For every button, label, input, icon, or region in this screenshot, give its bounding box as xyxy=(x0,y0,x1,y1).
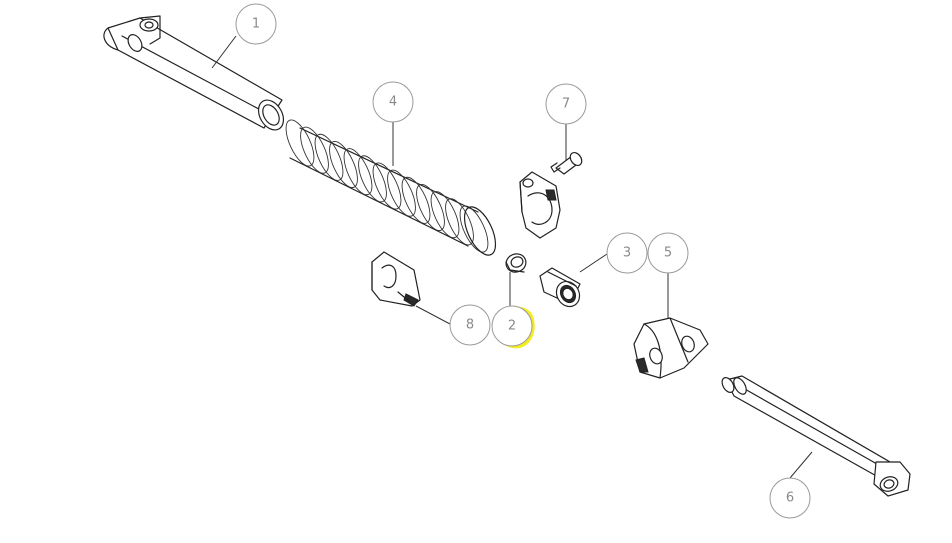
spring-coil xyxy=(285,119,315,167)
callout-5-label: 5 xyxy=(664,246,672,261)
part-3-bushing xyxy=(539,267,581,308)
spring-coil xyxy=(401,176,431,224)
callout-8: 8 xyxy=(449,304,491,346)
spring-coil xyxy=(387,169,416,217)
leader-1 xyxy=(211,35,237,69)
part-4-coil-spring xyxy=(285,119,497,256)
spring-coil xyxy=(459,205,489,253)
callout-8-label: 8 xyxy=(466,318,474,333)
callout-6: 6 xyxy=(769,477,811,519)
spring-coil xyxy=(372,162,402,210)
callout-7: 7 xyxy=(545,83,587,125)
spring-coil xyxy=(430,191,460,239)
callout-1: 1 xyxy=(235,3,277,45)
spring-coil xyxy=(343,148,373,196)
clamp-bracket xyxy=(519,171,561,239)
part-1-cylinder-tube xyxy=(103,15,285,131)
part-5-clevis-mount xyxy=(633,317,709,379)
callout-3-label: 3 xyxy=(623,246,631,261)
spring-coil xyxy=(445,198,474,246)
part-2-ring-clip xyxy=(505,253,527,273)
part-8-half-sleeve xyxy=(371,251,421,307)
leader-6 xyxy=(789,451,813,479)
spring-end-coil xyxy=(463,206,497,256)
leader-3 xyxy=(579,253,608,273)
spring-coil xyxy=(300,126,329,174)
spring-coil xyxy=(314,133,344,181)
callout-4: 4 xyxy=(372,81,414,123)
callout-7-label: 7 xyxy=(562,97,570,112)
callout-1-label: 1 xyxy=(252,17,260,32)
callout-2: 2 xyxy=(491,305,533,347)
callout-6-label: 6 xyxy=(786,491,794,506)
callout-3: 3 xyxy=(606,232,648,274)
spring-coil xyxy=(358,155,387,203)
callout-4-label: 4 xyxy=(389,95,397,110)
leader-lines xyxy=(211,35,813,479)
callout-5: 5 xyxy=(647,232,689,274)
spring-coil xyxy=(416,184,445,231)
callout-2-label: 2 xyxy=(508,319,516,334)
spring-coil xyxy=(329,141,358,188)
part-7-bolt xyxy=(550,151,583,175)
part-6-piston-rod xyxy=(721,375,911,497)
leader-8 xyxy=(415,305,451,325)
